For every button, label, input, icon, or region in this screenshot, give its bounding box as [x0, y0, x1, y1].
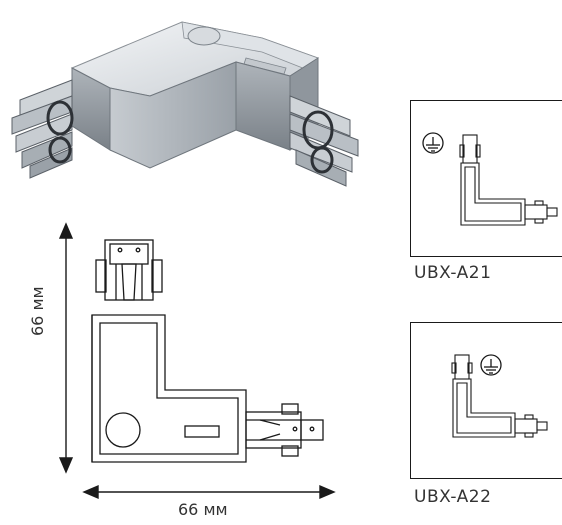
variant-card-a21	[410, 100, 562, 257]
vertical-dimension-label: 66 мм	[28, 286, 47, 336]
horizontal-dimension-label: 66 мм	[178, 500, 228, 519]
technical-drawing	[58, 222, 336, 500]
ground-icon	[422, 132, 444, 154]
variant-card-a22	[410, 322, 562, 479]
product-photo	[11, 21, 359, 187]
variant-code-a22: UBX-A22	[414, 487, 492, 507]
ground-icon	[480, 354, 502, 376]
l-body	[91, 314, 247, 463]
right-connector	[245, 411, 302, 449]
connector-diagram-a21	[459, 134, 558, 226]
round-cap	[105, 412, 141, 448]
connector-diagram-a22	[451, 354, 548, 438]
top-connector	[104, 239, 154, 301]
variant-code-a21: UBX-A21	[414, 263, 492, 283]
slot	[184, 425, 220, 438]
